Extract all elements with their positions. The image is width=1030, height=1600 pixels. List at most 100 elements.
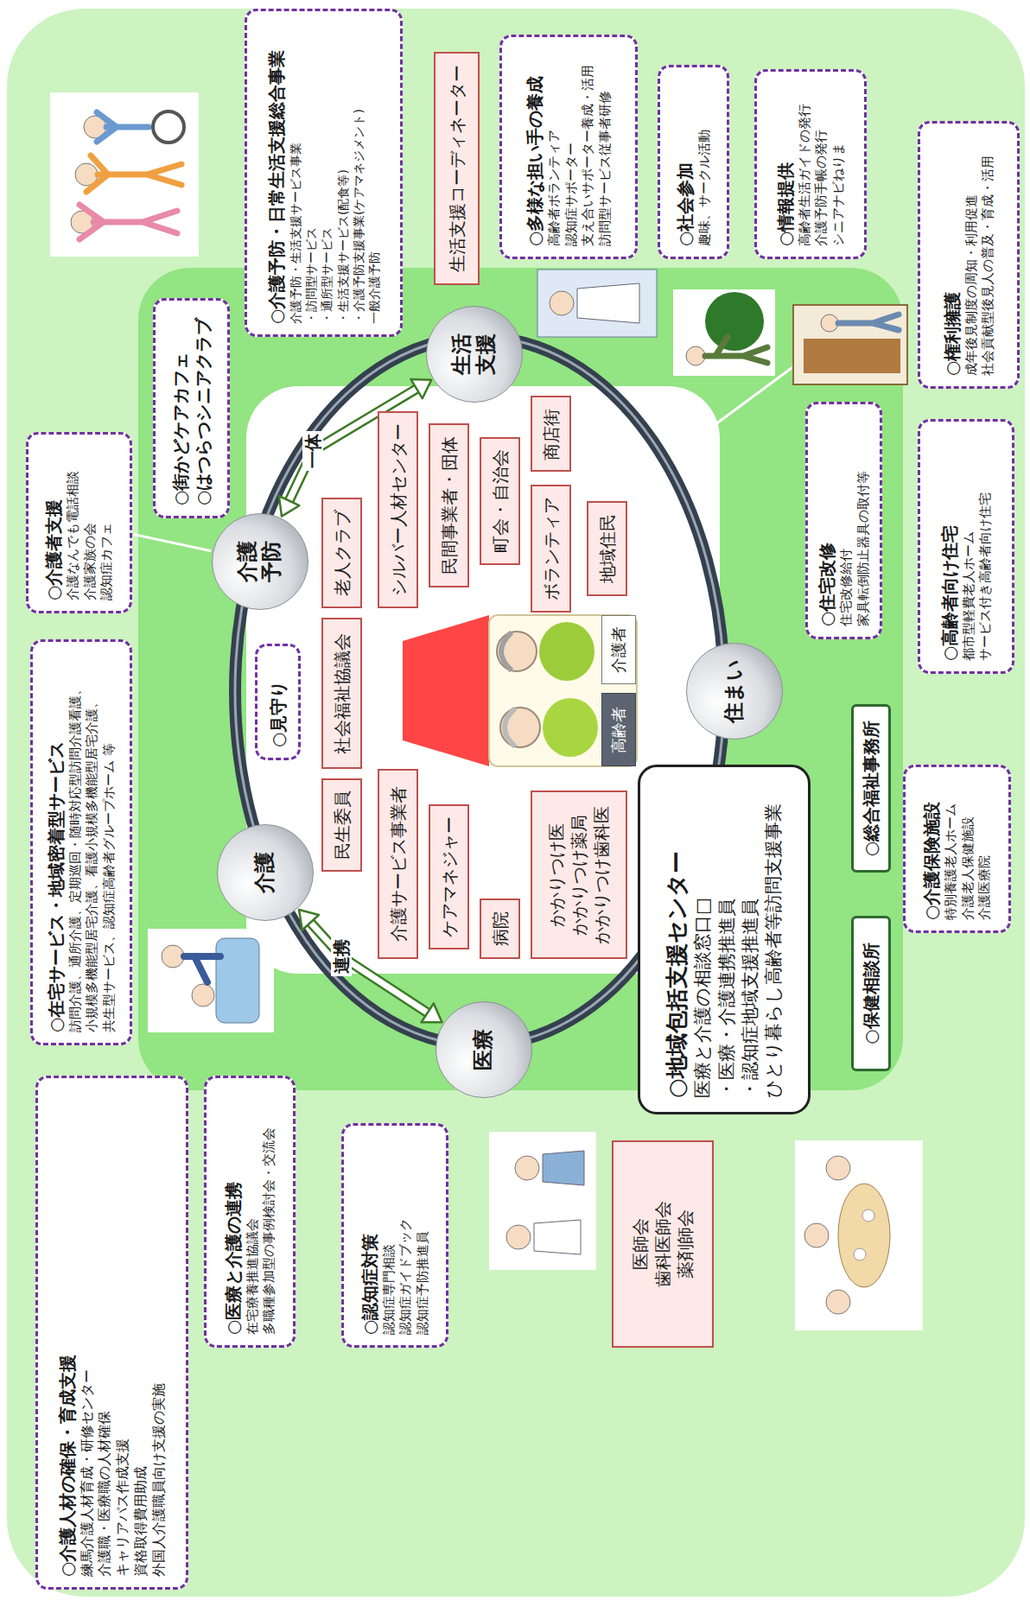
box-heading: 生活 支援: [450, 331, 498, 378]
box-heading: ○認知症対策: [358, 1233, 382, 1336]
carer-hair: [501, 632, 512, 671]
box-heading: 高齢者: [608, 706, 629, 754]
figure-head: [191, 984, 215, 1007]
box-text: 都市型軽費老人ホーム: [960, 531, 979, 662]
box-text: 訪問型サービス従事者研修: [597, 90, 615, 247]
box-heading: ○地域包括支援センター: [662, 851, 693, 1099]
box-text: 介護予防・生活支援サービス事業: [287, 142, 304, 325]
box-text: ・訪問型サービス: [303, 227, 319, 325]
box-heading: 民生委員: [330, 790, 354, 860]
edge-label: 一体: [302, 431, 324, 471]
arrow-head: [421, 1003, 443, 1023]
service-box: ○情報提供高齢者生活ガイドの発行介護予防手帳の発行シニアナビねりま: [754, 69, 867, 260]
box-text: 在宅療養推進協議会: [244, 1218, 262, 1336]
box-text: 認知症カフェ: [98, 522, 116, 601]
arrow-head: [298, 909, 319, 931]
arrow-head: [410, 379, 432, 399]
arrow-head: [279, 495, 300, 517]
box-text: 介護医療院: [976, 855, 994, 921]
actor-box: ケアマネジャー: [428, 804, 470, 950]
box-heading: ○住宅改修: [815, 542, 839, 627]
patient-body: [542, 1150, 585, 1186]
box-text: サービス付き高齢者向け住宅: [977, 492, 995, 662]
box-text: 医療と介護の相談窓口□: [691, 897, 715, 1099]
box-text: 介護老人保健施設: [960, 816, 978, 921]
dish: [853, 1248, 866, 1261]
box-heading: ○社会参加: [673, 162, 697, 247]
picture-frame: [489, 1131, 597, 1271]
figure-body: [86, 155, 182, 192]
box-text: ・通所型サービス: [318, 227, 335, 325]
box-heading: 民間事業者・団体: [438, 436, 461, 575]
actor-box: 介護サービス事業者: [377, 769, 419, 960]
box-text: 介護職・医療職の人材確保: [95, 1411, 115, 1577]
picture-frame: [794, 1140, 923, 1331]
box-heading: ○権利擁護: [940, 292, 964, 376]
box-heading: ○介護予防・日常生活支援総合事業: [265, 50, 288, 325]
figure-body: [79, 204, 178, 240]
service-box: ○在宅サービス・地域密着型サービス訪問介護、通所介護、定期巡回・随時対応型訪問介…: [30, 639, 133, 1046]
box-heading: ○高齢者向け住宅: [938, 525, 961, 662]
service-box: ○介護保険施設特別養護老人ホーム介護老人保健施設介護医療院: [902, 764, 1011, 934]
box-heading: 商店街: [540, 408, 563, 461]
box-heading: シルバー人材センター: [387, 423, 410, 597]
service-box: ○住宅改修住宅改修給付家具転倒防止器具の取付等: [805, 401, 883, 640]
actor-box: ボランティア: [530, 484, 572, 613]
box-heading: 社会福祉協議会: [330, 633, 354, 755]
picture-frame: [147, 928, 274, 1033]
box-heading: ○総合福祉事務所: [859, 720, 883, 857]
box-heading: 地域住民: [596, 514, 619, 584]
box-text: ・認知症地域支援推進員: [738, 898, 763, 1099]
box-text: 成年後見制度の周知・利用促進: [963, 194, 981, 376]
box-text: 訪問介護、通所介護、定期巡回・随時対応型訪問介護看護、: [67, 682, 85, 1033]
box-heading: 生活支援コーディネーター: [445, 64, 469, 273]
doctor-head: [506, 1225, 531, 1250]
box-text: ひとり暮らし高齢者等訪問支援事業: [762, 803, 786, 1099]
box-heading: 住まい: [720, 659, 748, 724]
center-box: ○地域包括支援センター医療と介護の相談窓口□・医療・介護連携推進員・認知症地域支…: [637, 764, 811, 1115]
elder-hair: [504, 708, 515, 747]
box-text: 練馬介護人材育成・研修センター: [78, 1369, 97, 1577]
box-heading: 病院: [489, 911, 512, 947]
domain-circle: 生活 支援: [425, 305, 523, 403]
actor-box: かかりつけ医かかりつけ薬局かかりつけ歯科医: [530, 790, 628, 960]
figure-head: [826, 1156, 851, 1181]
box-heading: ケアマネジャー: [438, 816, 461, 938]
actor-box: 町会・自治会: [479, 437, 521, 566]
picture-frame: [50, 92, 199, 257]
service-box: ○高齢者向け住宅都市型軽費老人ホームサービス付き高齢者向け住宅: [917, 419, 1015, 674]
box-heading: ○在宅サービス・地域密着型サービス: [44, 741, 68, 1033]
box-text: 歯科医師会: [651, 1201, 674, 1288]
bathtub: [216, 938, 260, 1024]
wheelchair-wheel: [152, 111, 185, 143]
picture-frame: [793, 305, 908, 385]
box-text: 小規模多機能型居宅介護、看護小規模多機能型居宅介護、: [83, 695, 102, 1033]
box-text: 介護家族の会: [82, 522, 100, 601]
box-text: 一般介護予防: [366, 251, 382, 325]
box-text: 趣味、サークル活動: [696, 129, 714, 247]
actor-box: 生活支援コーディネーター: [433, 51, 480, 286]
care-illustration: [147, 928, 274, 1033]
box-heading: ○多様な担い手の養成: [523, 76, 547, 247]
actor-box: 社会福祉協議会: [321, 617, 363, 770]
house-roof: [402, 615, 490, 767]
box-text: キャリアパス作成支援: [114, 1438, 133, 1577]
elder-body: [542, 698, 598, 757]
doctor-illustration: [489, 1131, 597, 1271]
box-heading: ○医療と介護の連携: [222, 1182, 245, 1336]
box-text: 認知症サポーター: [563, 142, 581, 247]
figure-body: [96, 112, 149, 142]
service-box: ○権利擁護成年後見制度の周知・利用促進社会貢献型後見人の普及・育成・活用: [917, 120, 1020, 389]
gardener-illustration: [673, 289, 776, 376]
box-heading: ○介護人材の確保・育成支援: [56, 1354, 79, 1577]
box-text: ・医療・介護連携推進員: [715, 898, 739, 1099]
box-heading: 町会・自治会: [489, 449, 512, 554]
box-text: 資格取得費用助成: [132, 1466, 151, 1577]
domain-circle: 介護: [216, 824, 314, 922]
box-heading: ○見守り: [267, 680, 290, 748]
box-text: ・生活支援サービス(配食等): [335, 169, 351, 325]
double-arrow: [298, 909, 443, 1023]
box-heading: かかりつけ医: [545, 823, 568, 928]
figure-head: [804, 1223, 829, 1248]
service-box: ○医療と介護の連携在宅療養推進協議会多職種参加型の事例検討会・交流会: [203, 1075, 296, 1348]
